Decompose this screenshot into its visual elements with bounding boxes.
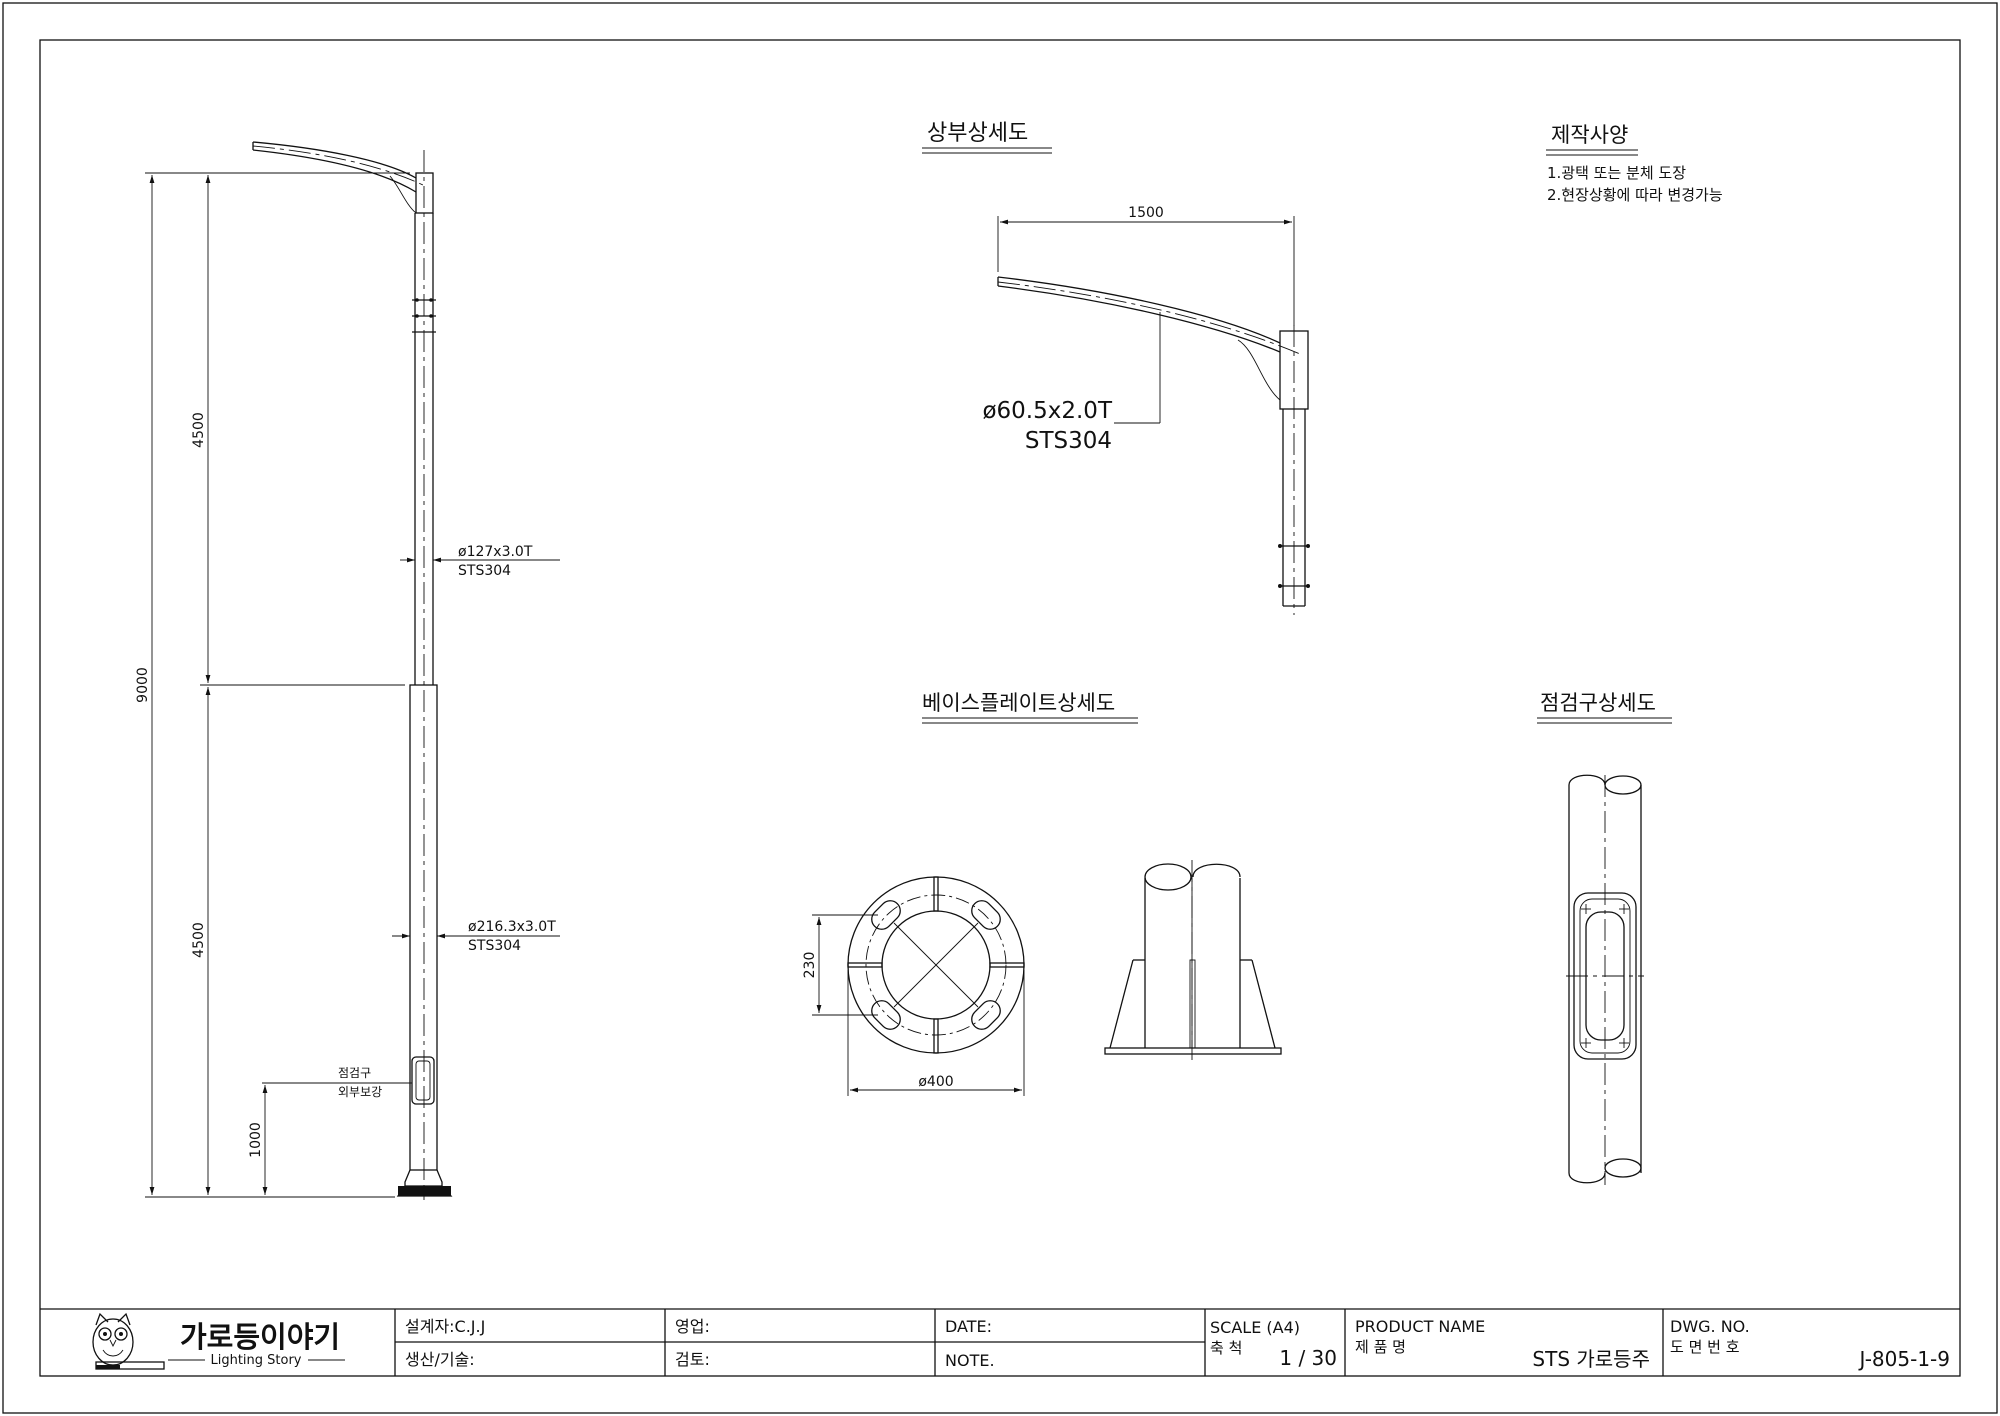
top-detail-title: 상부상세도 (927, 121, 1028, 146)
lower-pole-spec: ø216.3x3.0T (468, 919, 556, 935)
top-detail-arm-spec: ø60.5x2.0T (982, 398, 1112, 424)
title-block: 가로등이야기 Lighting Story 설계자:C.J.J 생산/기술: 영… (40, 1308, 1960, 1376)
note-field: NOTE. (945, 1351, 995, 1370)
top-detail-view (997, 216, 1310, 615)
upper-pole-material: STS304 (458, 563, 511, 579)
main-pole-labels: 9000 4500 4500 1000 ø127x3.0T STS304 ø21… (135, 412, 556, 1158)
base-plate-labels: 베이스플레이트상세도 230 ø400 (802, 691, 1138, 1090)
spec-note-item-2: 2.현장상황에 따라 변경가능 (1547, 186, 1723, 204)
date-field: DATE: (945, 1317, 992, 1336)
hatch-detail-view (1566, 774, 1644, 1185)
drawing-number-label: DWG. NO. (1670, 1317, 1750, 1336)
top-detail-dim-width: 1500 (1128, 205, 1164, 221)
production-field: 생산/기술: (405, 1350, 475, 1369)
top-detail-arm-material: STS304 (1025, 428, 1112, 454)
hatch-note-line2: 외부보강 (338, 1085, 382, 1099)
scale-label: SCALE (A4) (1210, 1318, 1300, 1337)
scale-kr-label: 축 척 (1210, 1339, 1242, 1357)
review-field: 검토: (675, 1350, 710, 1369)
company-name: 가로등이야기 (180, 1320, 340, 1354)
dim-upper-label: 4500 (191, 412, 207, 448)
upper-pole-spec: ø127x3.0T (458, 544, 533, 560)
designer-field: 설계자:C.J.J (405, 1317, 485, 1336)
dim-hatch-label: 1000 (248, 1122, 264, 1158)
dim-total-label: 9000 (135, 667, 151, 703)
main-pole-elevation (252, 141, 453, 1200)
company-subname: Lighting Story (210, 1353, 301, 1368)
top-detail-labels: 상부상세도 1500 ø60.5x2.0T STS304 (922, 121, 1164, 454)
hatch-detail-title: 점검구상세도 (1540, 691, 1656, 715)
base-plate-dim-bolt: 230 (802, 952, 818, 979)
base-plate-dim-dia: ø400 (918, 1074, 953, 1090)
product-name-kr-label: 제 품 명 (1355, 1338, 1406, 1356)
spec-notes-title: 제작사양 (1551, 123, 1628, 147)
base-plate-title: 베이스플레이트상세도 (922, 691, 1115, 715)
drawing-number-value: J-805-1-9 (1858, 1347, 1950, 1371)
base-plate-plan-view (812, 876, 1025, 1096)
product-name-value: STS 가로등주 (1532, 1347, 1650, 1371)
lower-pole-material: STS304 (468, 938, 521, 954)
spec-notes: 제작사양 1.광택 또는 분체 도장 2.현장상황에 따라 변경가능 (1546, 123, 1723, 204)
drawing-number-kr-label: 도 면 번 호 (1670, 1338, 1740, 1356)
hatch-detail-labels: 점검구상세도 (1537, 691, 1672, 724)
product-name-label: PRODUCT NAME (1355, 1317, 1485, 1336)
main-pole-dimensions (145, 172, 560, 1198)
dim-lower-label: 4500 (191, 922, 207, 958)
base-plate-side-view (1104, 860, 1282, 1060)
sales-field: 영업: (675, 1317, 710, 1336)
owl-logo-icon (92, 1312, 165, 1370)
scale-value: 1 / 30 (1279, 1346, 1337, 1370)
hatch-note-line1: 점검구 (338, 1066, 371, 1080)
spec-note-item-1: 1.광택 또는 분체 도장 (1547, 164, 1686, 182)
